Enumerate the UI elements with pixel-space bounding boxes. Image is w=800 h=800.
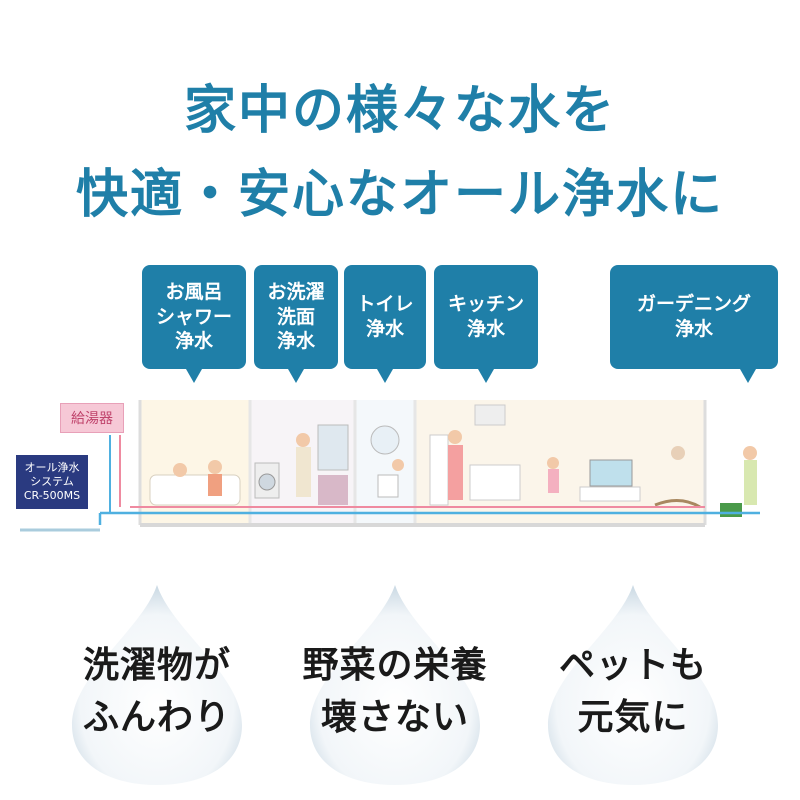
parent-figure bbox=[208, 460, 222, 474]
refrigerator bbox=[429, 434, 449, 506]
washbasin-cabinet bbox=[318, 475, 348, 505]
kitchen-counter bbox=[469, 464, 521, 501]
callout-kitchen: キッチン 浄水 bbox=[434, 265, 538, 383]
benefit-drop-laundry: 洗濯物が ふんわり bbox=[52, 580, 262, 790]
filtration-system-label: オール浄水 システム CR-500MS bbox=[16, 455, 88, 509]
gardener-figure bbox=[743, 446, 757, 460]
bathtub bbox=[149, 474, 241, 506]
range-hood bbox=[474, 404, 506, 426]
toilet-room bbox=[355, 400, 415, 525]
callout-line: 洗面 bbox=[276, 305, 315, 328]
callout-line: お風呂 bbox=[165, 280, 223, 303]
benefit-line: ふんわり bbox=[82, 697, 231, 739]
callout-line: 浄水 bbox=[674, 318, 713, 340]
headline-line-2: 快適・安心なオール浄水に bbox=[75, 165, 724, 225]
water-drop-icon bbox=[548, 585, 718, 785]
tv-stand bbox=[579, 486, 641, 502]
benefit-line: 野菜の栄養 bbox=[302, 645, 488, 686]
toilet bbox=[377, 474, 399, 498]
headline-line-1: 家中の様々な水を bbox=[183, 81, 616, 141]
washbasin-mirror bbox=[317, 424, 349, 471]
woman-cooking-figure bbox=[448, 430, 462, 444]
callout-line: ガーデニング bbox=[636, 293, 751, 316]
callout-line: キッチン bbox=[447, 293, 524, 316]
house-cross-section-illustration bbox=[20, 400, 760, 532]
boy-figure bbox=[392, 459, 404, 471]
callout-line: お洗濯 bbox=[267, 280, 325, 303]
callout-toilet: トイレ 浄水 bbox=[344, 265, 426, 383]
television bbox=[589, 459, 633, 487]
rocking-chair bbox=[654, 499, 701, 509]
girl-figure bbox=[547, 457, 559, 469]
callout-line: トイレ bbox=[356, 293, 414, 316]
water-heater-label: 給湯器 bbox=[60, 403, 124, 433]
callout-line: 浄水 bbox=[365, 318, 404, 340]
woman-figure bbox=[296, 433, 310, 447]
callout-line: 浄水 bbox=[276, 330, 315, 353]
hose-reel bbox=[720, 503, 742, 517]
grandfather-figure bbox=[671, 446, 685, 460]
benefit-line: ペットも bbox=[558, 645, 707, 686]
water-drop-icon bbox=[72, 585, 242, 785]
water-drop-icon bbox=[310, 585, 480, 785]
toilet-mirror bbox=[370, 425, 400, 455]
callout-line: 浄水 bbox=[174, 330, 213, 353]
child-figure bbox=[173, 463, 187, 477]
callout-gardening: ガーデニング 浄水 bbox=[610, 265, 778, 383]
callout-line: シャワー bbox=[155, 305, 232, 328]
callout-laundry-washbasin: お洗濯 洗面 浄水 bbox=[254, 265, 338, 383]
benefit-drop-vegetables: 野菜の栄養 壊さない bbox=[290, 580, 500, 790]
system-label-line: CR-500MS bbox=[23, 488, 81, 502]
benefit-drop-pets: ペットも 元気に bbox=[528, 580, 738, 790]
callout-bath-shower: お風呂 シャワー 浄水 bbox=[142, 265, 246, 383]
system-label-line: オール浄水 bbox=[24, 461, 80, 475]
benefit-line: 壊さない bbox=[320, 697, 469, 739]
benefit-line: 元気に bbox=[577, 697, 689, 739]
system-label-line: システム bbox=[30, 475, 74, 489]
callout-line: 浄水 bbox=[466, 318, 505, 340]
benefit-line: 洗濯物が bbox=[82, 645, 231, 686]
